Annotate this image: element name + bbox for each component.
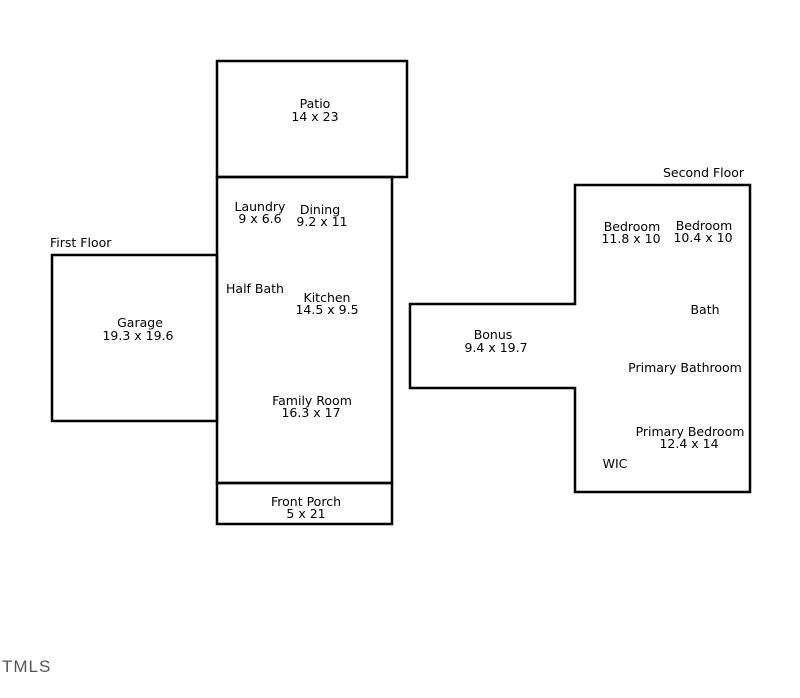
family-room-size: 16.3 x 17 (281, 405, 340, 420)
bonus-size: 9.4 x 19.7 (464, 340, 527, 355)
first-floor-label: First Floor (50, 235, 112, 250)
garage-name: Garage (117, 315, 163, 330)
laundry-name: Laundry (235, 199, 287, 214)
garage-size: 19.3 x 19.6 (102, 328, 173, 343)
dining-name: Dining (300, 202, 340, 217)
kitchen-name: Kitchen (304, 290, 351, 305)
family-room-name: Family Room (272, 393, 352, 408)
bonus-name: Bonus (474, 327, 513, 342)
bedroom-2-size: 10.4 x 10 (673, 230, 732, 245)
bedroom-1-size: 11.8 x 10 (601, 231, 660, 246)
second-floor-outline (408, 183, 752, 494)
patio-size: 14 x 23 (291, 109, 338, 124)
bath-name: Bath (690, 302, 719, 317)
front-porch-outline (215, 481, 394, 526)
primary-bathroom-name: Primary Bathroom (628, 360, 742, 375)
bedroom-2-name: Bedroom (676, 218, 733, 233)
laundry-size: 9 x 6.6 (238, 211, 281, 226)
garage-outline (50, 253, 219, 423)
second-floor-label: Second Floor (663, 165, 745, 180)
primary-bedroom-name: Primary Bedroom (636, 424, 745, 439)
patio-name: Patio (300, 96, 331, 111)
bedroom-1-name: Bedroom (604, 219, 661, 234)
dining-size: 9.2 x 11 (296, 214, 347, 229)
kitchen-size: 14.5 x 9.5 (295, 302, 358, 317)
wic-name: WIC (603, 456, 628, 471)
front-porch-name: Front Porch (271, 494, 341, 509)
front-porch-size: 5 x 21 (286, 506, 325, 521)
primary-bedroom-size: 12.4 x 14 (659, 436, 718, 451)
tmls-watermark: TMLS (2, 657, 51, 676)
half-bath-name: Half Bath (226, 281, 284, 296)
